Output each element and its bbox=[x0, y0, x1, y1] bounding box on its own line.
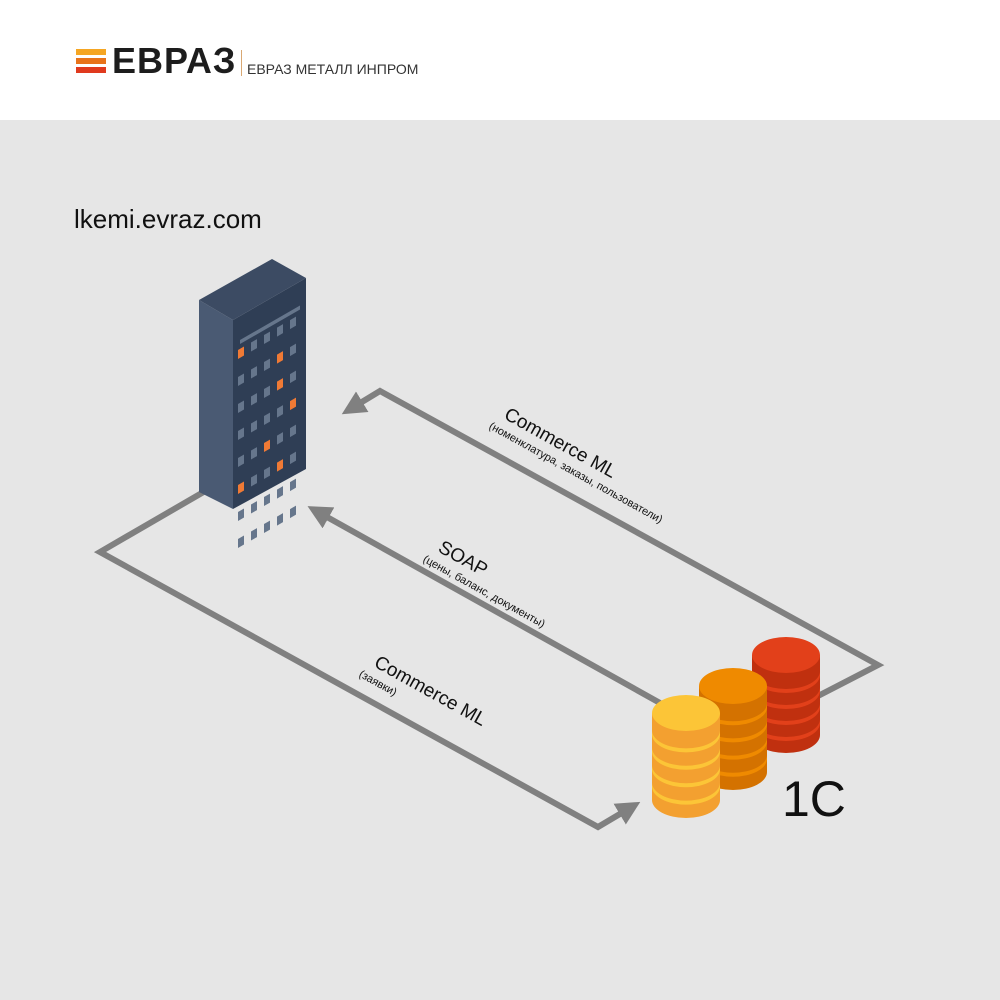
building-window bbox=[290, 316, 296, 330]
logo-icon bbox=[76, 49, 106, 76]
building-window bbox=[264, 358, 270, 372]
coin-edge bbox=[652, 765, 720, 788]
building-window bbox=[238, 400, 244, 413]
building-window bbox=[251, 447, 257, 460]
building-window bbox=[251, 501, 257, 514]
building-window bbox=[277, 459, 283, 472]
database-label: 1C bbox=[782, 771, 846, 827]
coin-edge bbox=[652, 782, 720, 805]
building-window bbox=[238, 454, 244, 467]
building-sign bbox=[240, 305, 300, 344]
flow-line-commerceml-catalog bbox=[341, 387, 885, 699]
building-window bbox=[238, 481, 244, 494]
building-window bbox=[290, 478, 296, 492]
building-window bbox=[238, 427, 244, 440]
coin-edge bbox=[652, 747, 720, 770]
coin-edge bbox=[752, 671, 820, 693]
building-window bbox=[264, 385, 270, 399]
flow-subtitle: (номенклатура, заказы, пользователи) bbox=[487, 420, 665, 526]
building-window bbox=[264, 331, 270, 345]
building-window bbox=[277, 378, 283, 391]
building-window bbox=[251, 366, 257, 379]
coin-stack bbox=[652, 695, 720, 818]
logo-divider bbox=[241, 50, 242, 76]
building-window bbox=[290, 397, 296, 411]
building-window bbox=[277, 513, 283, 526]
building-window bbox=[290, 424, 296, 438]
flow-line-soap bbox=[307, 506, 662, 706]
building-window bbox=[290, 451, 296, 465]
building-window bbox=[277, 486, 283, 499]
header: ЕВРАЗ ЕВРАЗ МЕТАЛЛ ИНПРОМ bbox=[0, 0, 1000, 120]
building-window bbox=[277, 405, 283, 418]
building-window bbox=[238, 373, 244, 386]
flow-line-commerceml-orders bbox=[93, 487, 641, 831]
building-window bbox=[264, 412, 270, 426]
building-window bbox=[264, 466, 270, 480]
coin-top bbox=[652, 695, 720, 731]
building-window bbox=[290, 370, 296, 384]
coin-edge bbox=[752, 687, 820, 709]
building-window bbox=[251, 528, 257, 541]
building-window bbox=[251, 474, 257, 487]
building-window bbox=[238, 535, 244, 548]
server-building-icon bbox=[199, 259, 306, 548]
coin-top bbox=[699, 668, 767, 704]
database-1c-icon bbox=[652, 637, 820, 818]
logo-text: ЕВРАЗ bbox=[112, 40, 237, 81]
coin-edge bbox=[652, 730, 720, 753]
coin-edge bbox=[752, 703, 820, 725]
building-window bbox=[238, 508, 244, 521]
coin-edge bbox=[752, 719, 820, 741]
building-window bbox=[290, 343, 296, 357]
building-window bbox=[277, 432, 283, 445]
logo-subtitle: ЕВРАЗ МЕТАЛЛ ИНПРОМ bbox=[247, 61, 419, 77]
building-window bbox=[251, 393, 257, 406]
building-window bbox=[264, 520, 270, 534]
building-window bbox=[238, 346, 244, 359]
building-window bbox=[290, 505, 296, 519]
building-window bbox=[277, 324, 283, 337]
building-window bbox=[277, 351, 283, 364]
site-domain: lkemi.evraz.com bbox=[74, 204, 262, 234]
coin-top bbox=[752, 637, 820, 673]
building-window bbox=[251, 420, 257, 433]
building-window bbox=[264, 493, 270, 507]
building-window bbox=[264, 439, 270, 453]
building-window bbox=[251, 339, 257, 352]
